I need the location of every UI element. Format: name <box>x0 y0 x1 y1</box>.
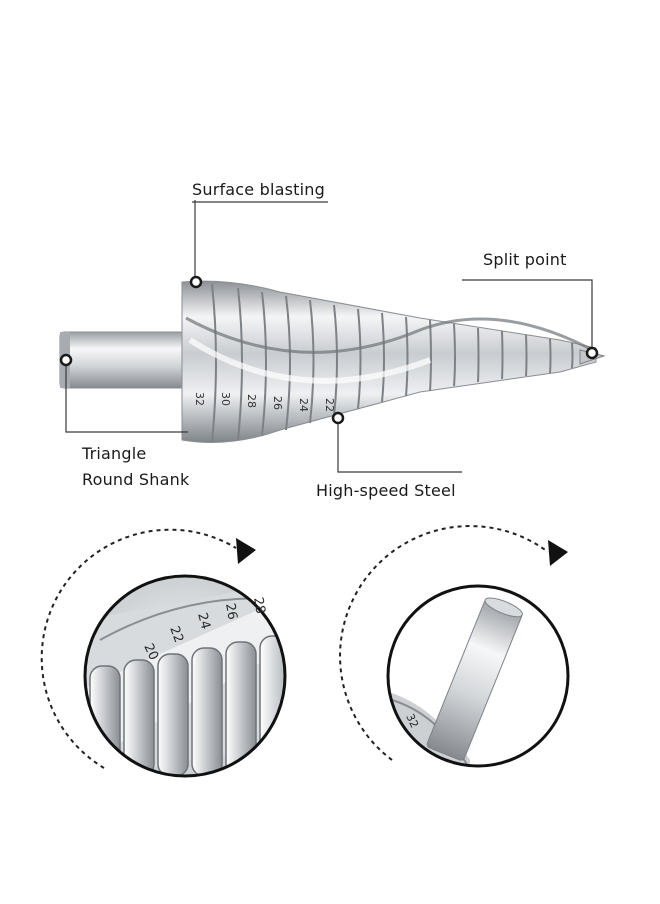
round-shank <box>59 331 185 389</box>
split-point-leader <box>462 279 593 352</box>
rotation-arrow-left <box>40 528 256 769</box>
detail-circle-left: 28 26 24 22 20 <box>83 574 287 778</box>
size-mark: 28 <box>245 394 258 408</box>
shank-leader <box>65 360 188 433</box>
split-dot <box>585 346 599 360</box>
arrow-head <box>236 538 256 564</box>
cutting-steps <box>211 283 574 443</box>
callout-high-speed-steel: High-speed Steel <box>316 481 456 500</box>
size-mark: 32 <box>193 392 206 406</box>
detail-markings-left: 28 26 24 22 20 <box>140 596 267 663</box>
size-mark: 22 <box>166 624 186 645</box>
size-mark: 20 <box>140 641 161 662</box>
size-mark: 32 <box>403 712 421 730</box>
size-mark: 30 <box>219 392 232 406</box>
callout-shank-line2: Round Shank <box>82 470 190 489</box>
hss-dot <box>331 411 345 425</box>
surface-dot <box>189 275 203 289</box>
rotation-arrow-right <box>339 525 568 761</box>
size-mark: 28 <box>250 596 268 615</box>
size-mark: 26 <box>271 396 284 410</box>
arrow-head <box>548 540 568 566</box>
callout-split-point: Split point <box>483 250 567 269</box>
callout-surface-blasting: Surface blasting <box>192 180 325 199</box>
hss-leader <box>337 418 462 473</box>
callout-dots <box>59 275 599 425</box>
callout-lines <box>65 200 593 473</box>
spiral-flute <box>185 316 597 354</box>
step-drill-bit <box>59 280 606 443</box>
shank-detail <box>426 597 523 761</box>
callout-shank-line1: Triangle <box>82 444 147 463</box>
cone-body <box>181 280 597 443</box>
size-mark: 22 <box>323 398 336 412</box>
size-markings: 32 30 28 26 24 22 <box>193 392 336 412</box>
size-mark: 24 <box>194 611 213 631</box>
size-mark: 26 <box>222 602 240 621</box>
detail-circle-right: 32 <box>386 584 570 768</box>
size-mark: 24 <box>297 398 310 412</box>
shank-dot <box>59 353 73 367</box>
